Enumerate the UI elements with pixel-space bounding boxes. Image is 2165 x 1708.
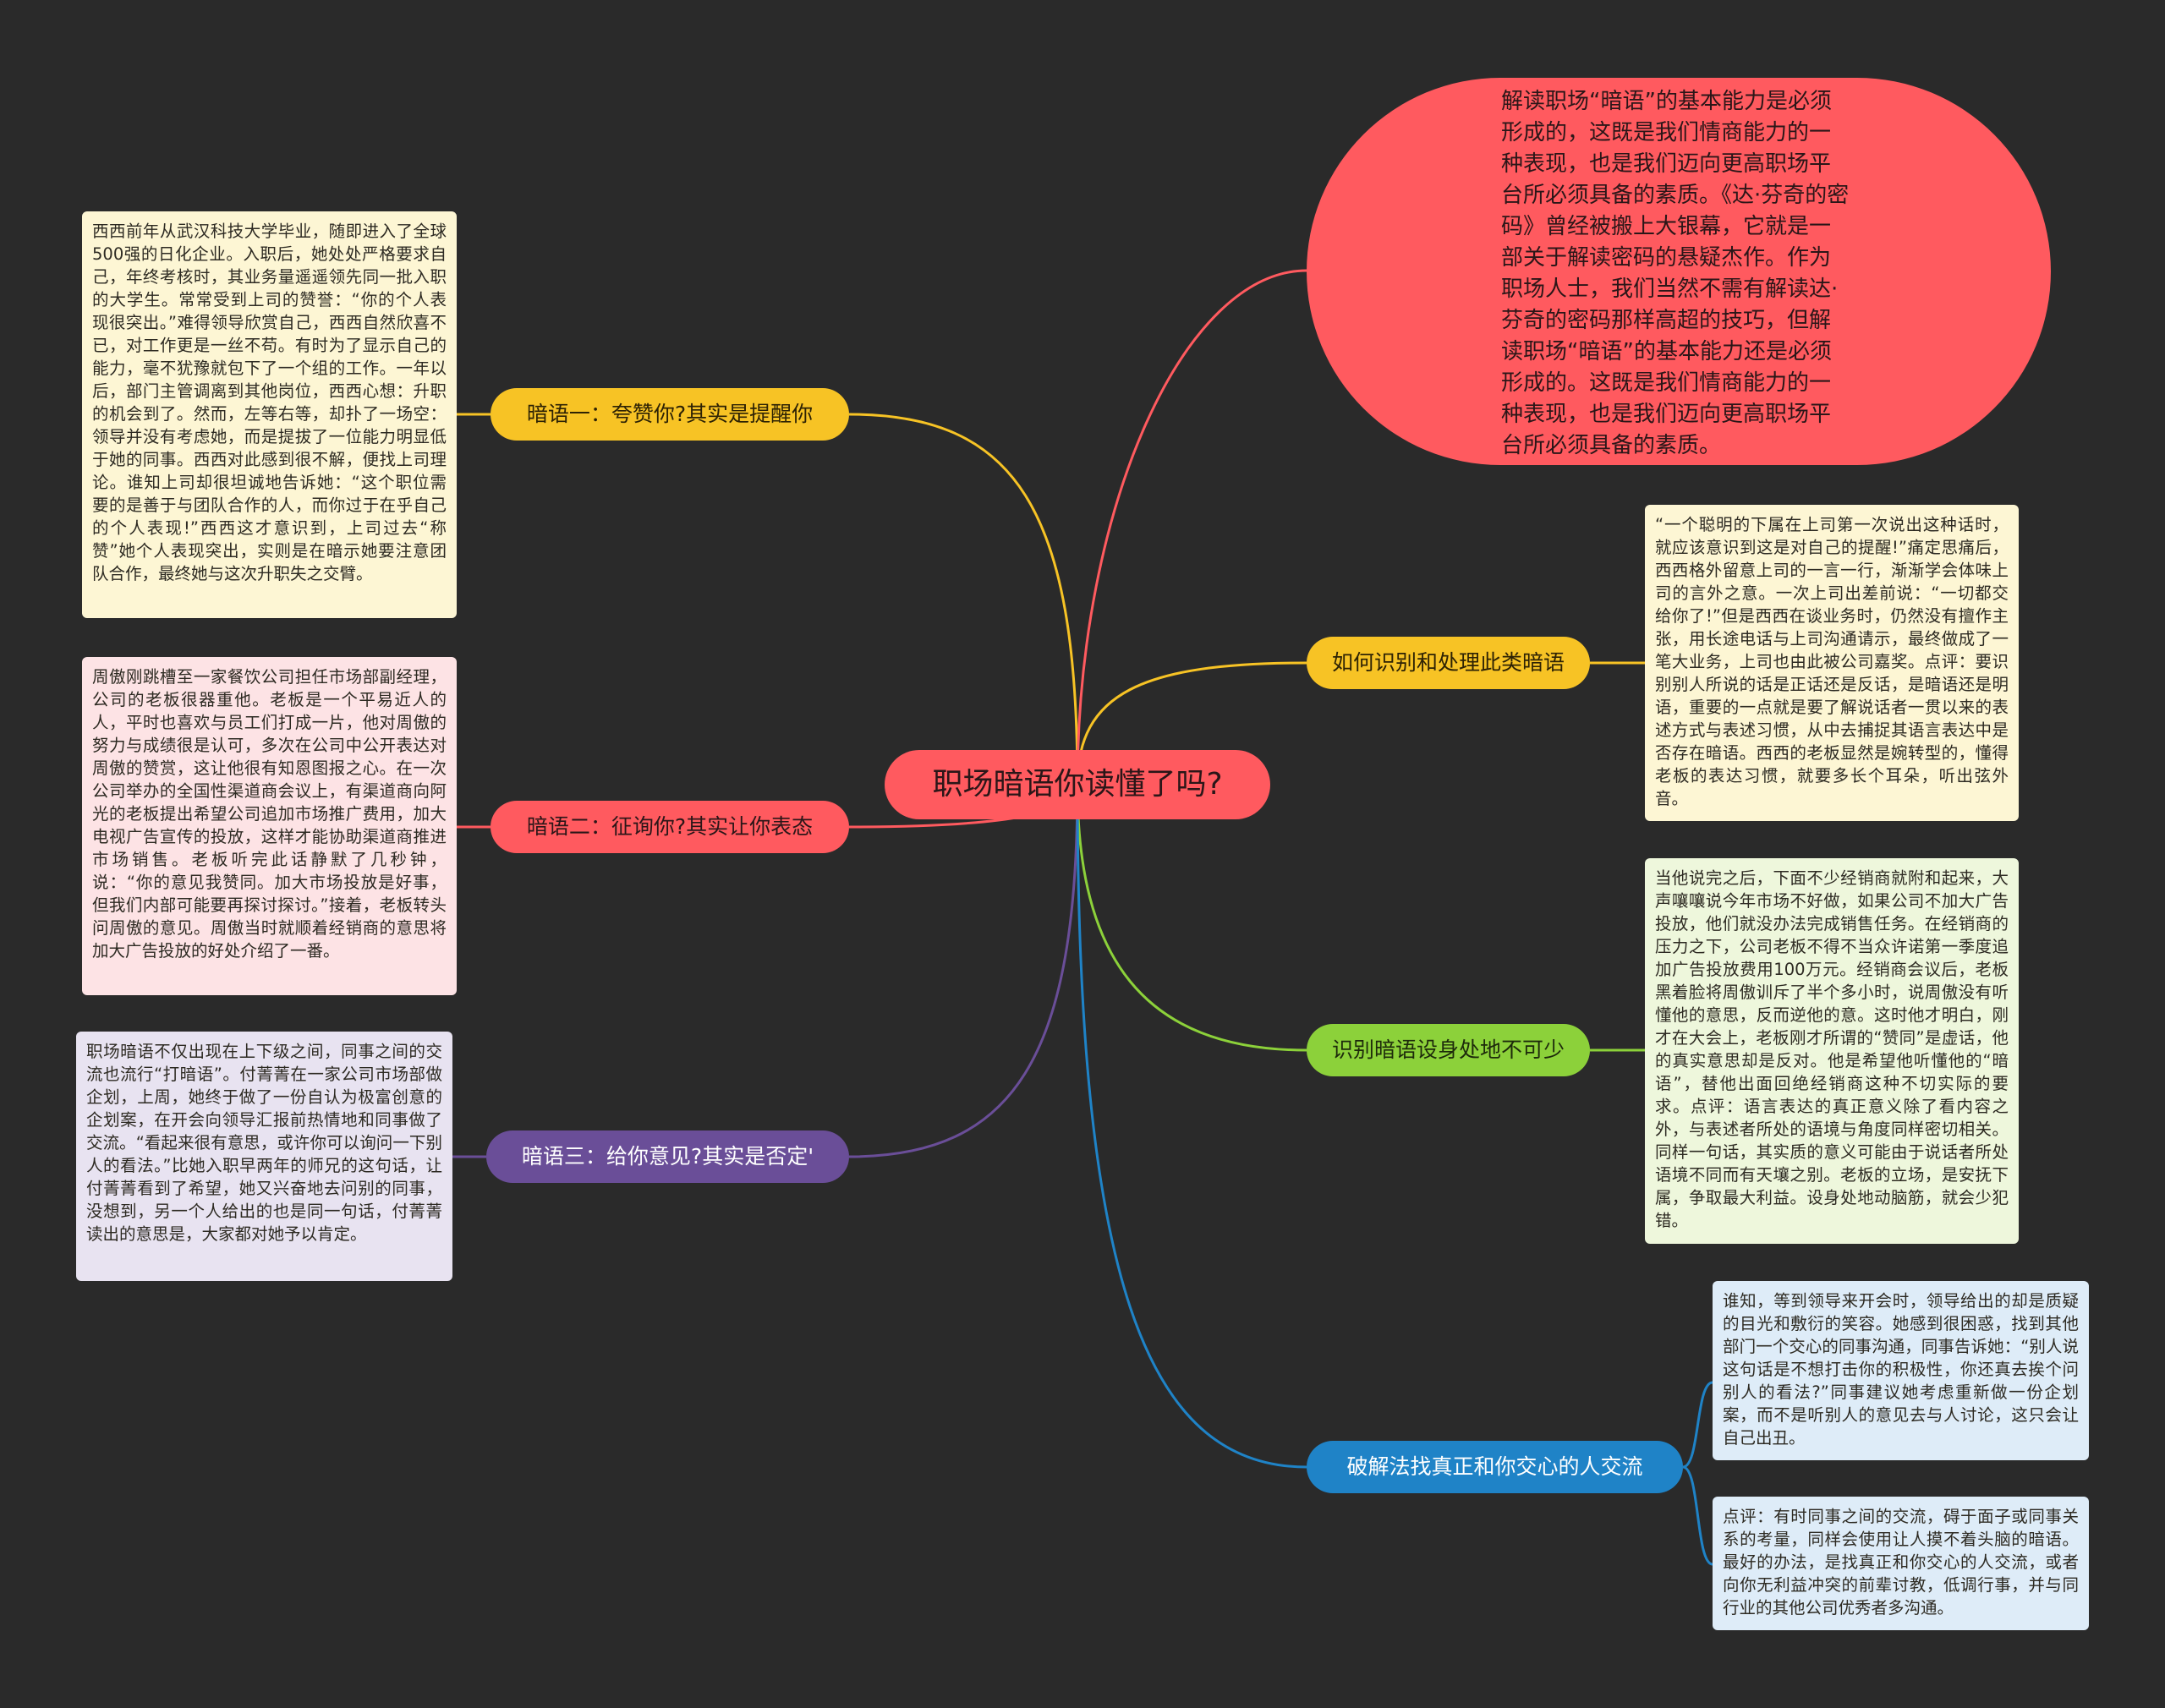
branch-praise-is-reminder[interactable]: 暗语一：夸赞你?其实是提醒你 bbox=[491, 388, 849, 441]
note-advice-story: 职场暗语不仅出现在上下级之间，同事之间的交流也流行“打暗语”。付菁菁在一家公司市… bbox=[76, 1032, 452, 1281]
summary-bubble[interactable]: 解读职场“暗语”的基本能力是必须形成的，这既是我们情商能力的一种表现，也是我们迈… bbox=[1307, 78, 2051, 465]
branch-identify-handle[interactable]: 如何识别和处理此类暗语 bbox=[1307, 637, 1590, 689]
link-summary bbox=[1076, 269, 1307, 786]
note-identify-method: “一个聪明的下属在上司第一次说出这种话时，就应该意识到这是对自己的提醒!”痛定思… bbox=[1645, 505, 2019, 821]
link-b6-note-a bbox=[1682, 1381, 1713, 1469]
link-b1 bbox=[848, 413, 1079, 786]
branch-trusted-colleague[interactable]: 破解法找真正和你交心的人交流 bbox=[1307, 1441, 1683, 1493]
link-b5 bbox=[1076, 784, 1307, 1052]
link-b6 bbox=[1076, 784, 1307, 1469]
link-b6-note-b bbox=[1682, 1465, 1713, 1566]
link-b3 bbox=[848, 784, 1079, 1158]
note-consult-story: 周傲刚跳槽至一家餐饮公司担任市场部副经理，公司的老板很器重他。老板是一个平易近人… bbox=[82, 657, 457, 995]
note-praise-story: 西西前年从武汉科技大学毕业，随即进入了全球500强的日化企业。入职后，她处处严格… bbox=[82, 211, 457, 618]
central-topic[interactable]: 职场暗语你读懂了吗? bbox=[885, 750, 1270, 819]
branch-empathy[interactable]: 识别暗语设身处地不可少 bbox=[1307, 1024, 1590, 1076]
note-empathy-story: 当他说完之后，下面不少经销商就附和起来，大声嚷嚷说今年市场不好做，如果公司不加大… bbox=[1645, 858, 2019, 1244]
note-colleague-comment: 点评：有时同事之间的交流，碍于面子或同事关系的考量，同样会使用让人摸不着头脑的暗… bbox=[1713, 1497, 2089, 1630]
note-colleague-story: 谁知，等到领导来开会时，领导给出的却是质疑的目光和敷衍的笑容。她感到很困惑，找到… bbox=[1713, 1281, 2089, 1460]
branch-advice-is-denial[interactable]: 暗语三：给你意见?其实是否定' bbox=[486, 1130, 849, 1183]
branch-consult-is-stance[interactable]: 暗语二：征询你?其实让你表态 bbox=[491, 801, 849, 853]
